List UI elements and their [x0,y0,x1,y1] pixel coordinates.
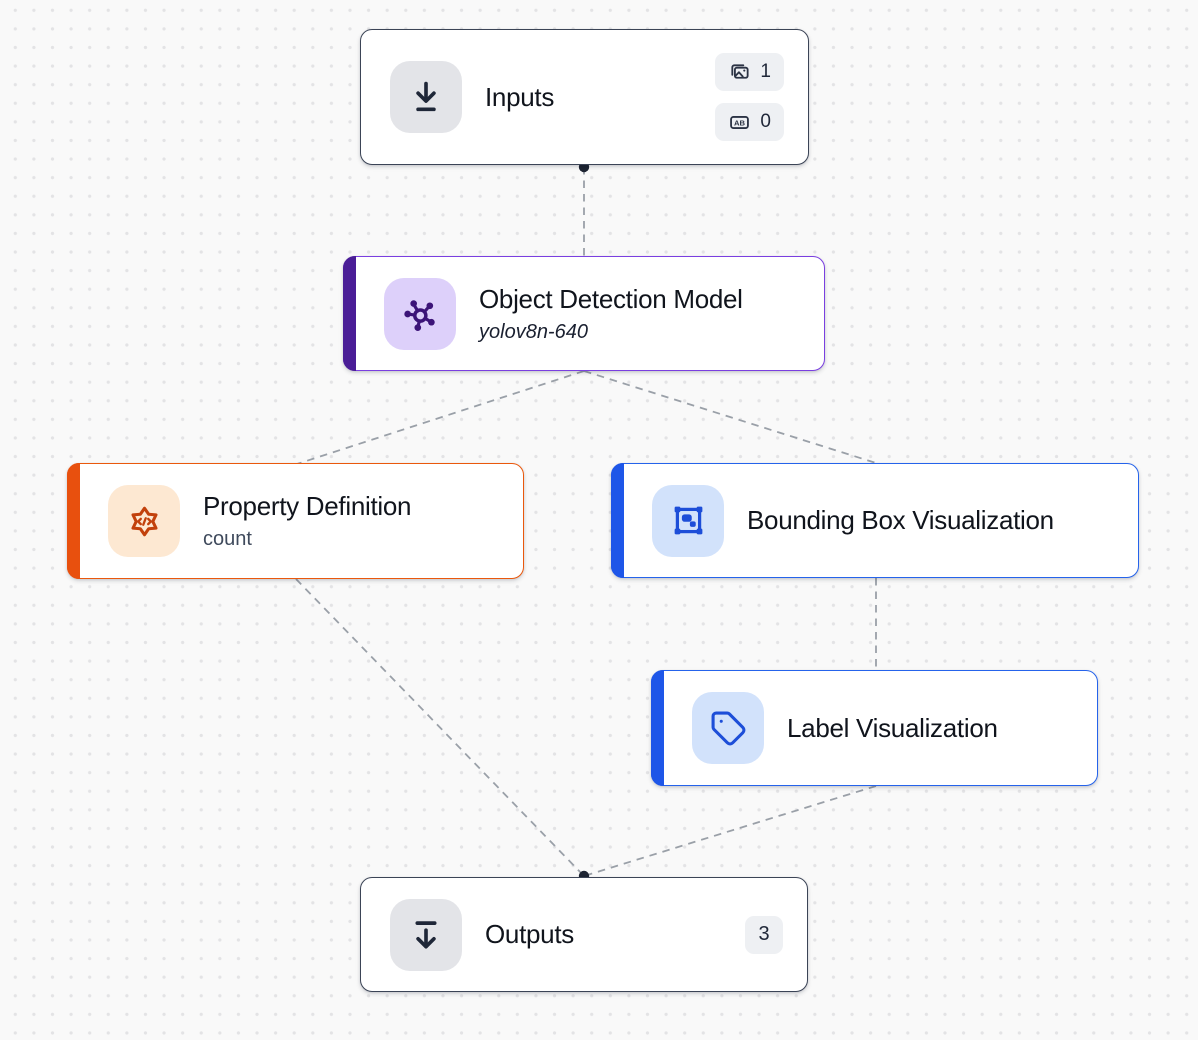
property-subtitle: count [203,528,252,550]
node-title: Inputs [485,81,555,112]
arrow-down-from-line-icon [390,898,462,971]
node-title: Label Visualization [787,712,998,743]
tag-icon [692,692,764,764]
download-icon [390,61,462,133]
node-inputs[interactable]: Inputs 1 AB 0 [360,29,809,165]
blue-accent-bar [611,463,624,578]
outputs-count-badge: 3 [745,915,783,954]
model-network-icon [384,277,456,350]
batch-count-badge: AB 0 [715,103,784,141]
model-id-subtitle: yolov8n-640 [479,320,588,343]
node-property-definition[interactable]: Property Definition count [67,463,524,579]
gear-code-icon [108,485,180,557]
node-label-visualization[interactable]: Label Visualization [651,670,1098,786]
purple-accent-bar [343,256,356,371]
node-title: Property Definition [203,491,412,521]
edge-model-property [296,370,585,465]
orange-accent-bar [67,463,80,579]
bounding-box-icon [652,484,724,557]
node-object-detection-model[interactable]: Object Detection Model yolov8n-640 [343,256,825,371]
batch-count: 0 [760,111,771,132]
images-count: 1 [760,61,771,82]
blue-accent-bar [651,670,664,786]
node-title: Bounding Box Visualization [747,505,1054,535]
images-count-badge: 1 [715,53,784,91]
edge-model-bbox [583,370,877,464]
edge-label-outputs [583,785,877,877]
batch-icon: AB [728,111,751,134]
node-outputs[interactable]: Outputs 3 [360,877,808,992]
node-bounding-box-visualization[interactable]: Bounding Box Visualization [611,463,1139,578]
images-icon [728,61,751,84]
edge-property-outputs [295,578,585,877]
inputs-badges: 1 AB 0 [715,53,784,141]
node-title: Outputs [485,919,574,949]
node-title: Object Detection Model [479,283,743,314]
svg-text:AB: AB [734,118,746,127]
